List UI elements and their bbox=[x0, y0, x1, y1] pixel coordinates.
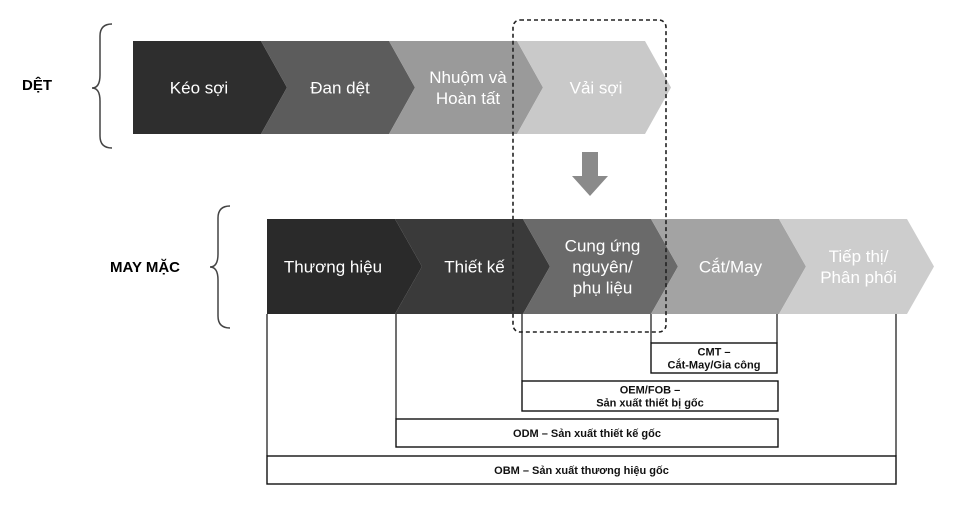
textile-chevron-1 bbox=[133, 41, 287, 134]
textile-chevron-3 bbox=[389, 41, 543, 134]
textile-step-label: Kéo sợi bbox=[170, 79, 228, 98]
odm-box-label: ODM – Sản xuất thiết kế gốc bbox=[513, 428, 661, 440]
textile-step-label: Nhuộm và bbox=[429, 68, 507, 87]
garment-step-label: Thương hiệu bbox=[284, 258, 382, 277]
garment-step-label: phụ liệu bbox=[573, 279, 633, 298]
textile-section-label: DỆT bbox=[22, 76, 52, 94]
oem-fob-box-label: Sản xuất thiết bị gốc bbox=[596, 398, 704, 410]
garment-chevron-5 bbox=[779, 219, 934, 314]
down-arrow-icon bbox=[572, 152, 608, 196]
textile-chevron-2 bbox=[261, 41, 415, 134]
garment-step-label: Cung ứng bbox=[565, 237, 641, 256]
cmt-box-label: CMT – bbox=[698, 347, 731, 359]
garment-brace bbox=[209, 205, 231, 329]
garment-chevron-1 bbox=[267, 219, 422, 314]
garment-step-label: Thiết kế bbox=[444, 258, 505, 277]
textile-chain: Kéo sợi Đan dệt Nhuộm và Hoàn tất Vải sợi bbox=[133, 41, 671, 134]
garment-step-label: Phân phối bbox=[820, 268, 897, 287]
textile-step-label: Vải sợi bbox=[570, 79, 623, 98]
garment-chevron-2 bbox=[395, 219, 550, 314]
textile-step-label: Đan dệt bbox=[310, 79, 370, 98]
garment-section-label: MAY MẶC bbox=[110, 259, 180, 276]
obm-box bbox=[266, 455, 897, 485]
garment-step-label: Tiếp thị/ bbox=[829, 247, 889, 266]
obm-box-label: OBM – Sản xuất thương hiệu gốc bbox=[494, 465, 669, 477]
oem-fob-box-label: OEM/FOB – bbox=[620, 385, 681, 397]
cmt-box bbox=[650, 342, 778, 374]
odm-box bbox=[395, 418, 779, 448]
textile-step-label: Hoàn tất bbox=[436, 89, 501, 108]
cmt-box-label: Cắt-May/Gia công bbox=[668, 359, 761, 372]
garment-chevron-3 bbox=[523, 219, 678, 314]
dashed-highlight-frame bbox=[512, 19, 667, 333]
garment-step-label: Cắt/May bbox=[699, 258, 763, 277]
garment-chain: Thương hiệu Thiết kế Cung ứng nguyên/phụ li… bbox=[267, 219, 934, 314]
garment-step-label: nguyên/ bbox=[572, 258, 633, 277]
textile-chevron-4 bbox=[517, 41, 671, 134]
textile-brace bbox=[91, 23, 113, 149]
garment-chevron-4 bbox=[651, 219, 806, 314]
oem-fob-box bbox=[521, 380, 779, 412]
